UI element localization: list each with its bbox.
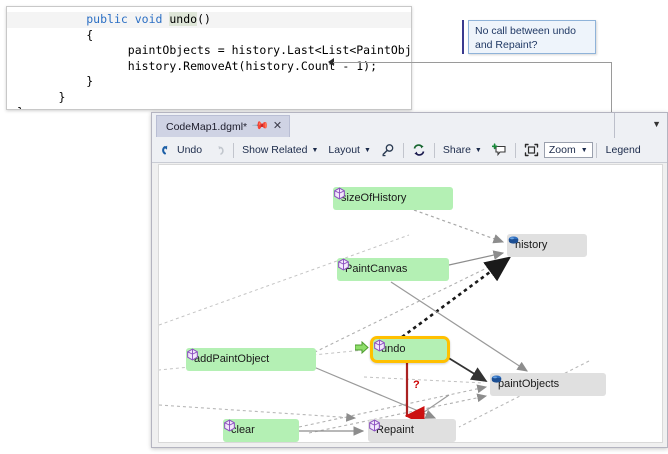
node-label: Repaint <box>376 424 414 436</box>
refresh-button[interactable] <box>407 140 431 160</box>
toolbar-separator-5 <box>595 142 597 158</box>
callout-stem <box>462 20 464 54</box>
code-line-0: public void undo() <box>7 12 411 28</box>
code-editor-window[interactable]: public void undo() { paintObjects = hist… <box>6 6 412 110</box>
undo-arrow-icon <box>162 145 168 154</box>
callout-note[interactable]: No call between undo and Repaint? <box>468 20 596 54</box>
pin-icon[interactable]: 📌 <box>251 117 270 136</box>
comment-add-icon <box>491 143 506 157</box>
graph-node-addPaintObject[interactable]: addPaintObject <box>186 348 316 371</box>
code-map-toolbar: Undo Show Related ▼ Layout ▼ <box>152 138 667 163</box>
code-line-3: history.RemoveAt(history.Count - 1); <box>17 58 378 73</box>
node-label: addPaintObject <box>194 353 270 365</box>
legend-button[interactable]: Legend <box>600 140 647 160</box>
method-icon <box>369 419 380 432</box>
filter-button[interactable] <box>376 140 400 160</box>
zoom-select[interactable]: Zoom ▼ <box>543 142 593 158</box>
zoom-label: Zoom <box>548 144 576 156</box>
code-text[interactable]: public void undo() { paintObjects = hist… <box>7 12 412 109</box>
show-related-button[interactable]: Show Related ▼ <box>237 140 323 160</box>
toolbar-separator-3 <box>433 142 435 158</box>
code-pointer-arrowhead <box>328 58 334 66</box>
node-label: undo <box>381 343 406 355</box>
graph-node-Repaint[interactable]: Repaint <box>368 419 456 442</box>
green-arrow-icon <box>355 341 369 354</box>
method-icon <box>224 419 235 432</box>
fit-to-screen-button[interactable] <box>519 140 544 160</box>
chevron-down-icon: ▼ <box>474 146 482 154</box>
layout-button[interactable]: Layout ▼ <box>323 140 375 160</box>
tab-codemap1[interactable]: CodeMap1.dgml* 📌 ✕ <box>156 115 291 137</box>
method-icon <box>374 339 385 352</box>
field-icon <box>508 236 519 244</box>
edge-clear-paintObjects <box>298 384 488 428</box>
edge-decor-3 <box>159 234 410 326</box>
edge-decor-2 <box>159 404 357 422</box>
node-label: PaintCanvas <box>345 263 408 275</box>
graph-node-clear[interactable]: clear <box>223 419 299 442</box>
edge-undo-history <box>401 256 512 339</box>
code-map-window[interactable]: CodeMap1.dgml* 📌 ✕ ▼ Undo Show Related ▼ <box>151 112 668 448</box>
callout-text: No call between undo and Repaint? <box>475 25 576 51</box>
close-icon[interactable]: ✕ <box>272 120 283 132</box>
node-label: paintObjects <box>498 378 560 390</box>
toolbar-separator-2 <box>402 142 404 158</box>
filter-zoom-icon <box>382 144 394 157</box>
chevron-down-icon: ▼ <box>580 146 588 154</box>
layout-label: Layout <box>328 144 360 156</box>
node-label: clear <box>231 424 255 436</box>
connector-top-line <box>412 62 612 63</box>
toolbar-separator-4 <box>514 142 516 158</box>
edge-undo-paintObjects <box>446 356 488 382</box>
edge-misc-paintObjects <box>308 393 488 434</box>
chevron-down-icon[interactable]: ▼ <box>652 119 661 129</box>
graph-node-PaintCanvas[interactable]: PaintCanvas <box>337 258 449 281</box>
node-label: history <box>515 239 548 251</box>
code-line-2: paintObjects = history.Last<List<PaintOb… <box>127 43 412 57</box>
show-related-label: Show Related <box>242 144 308 156</box>
add-comment-button[interactable] <box>487 140 512 160</box>
graph-node-undo[interactable]: undo <box>370 336 450 363</box>
graph-node-history[interactable]: history <box>507 234 587 257</box>
undo-button[interactable]: Undo <box>156 140 207 160</box>
toolbar-separator-1 <box>233 142 235 158</box>
edge-decor-5 <box>363 376 485 384</box>
missing-call-question-mark: ? <box>413 379 420 391</box>
tab-strip: CodeMap1.dgml* 📌 ✕ ▼ <box>152 113 667 139</box>
method-icon <box>334 187 345 200</box>
node-label: sizeOfHistory <box>341 192 407 204</box>
share-label: Share <box>442 144 471 156</box>
graph-node-sizeOfHistory[interactable]: sizeOfHistory <box>333 187 453 210</box>
refresh-icon <box>413 144 425 156</box>
field-icon <box>491 375 502 383</box>
tab-title: CodeMap1.dgml* <box>166 120 248 133</box>
share-button[interactable]: Share ▼ <box>438 140 487 160</box>
code-line-5: } <box>17 89 66 104</box>
redo-button[interactable] <box>207 140 230 160</box>
tab-divider <box>614 113 615 138</box>
code-line-4: } <box>17 74 94 88</box>
method-icon <box>338 258 349 271</box>
chevron-down-icon: ▼ <box>311 146 319 154</box>
undo-label: Undo <box>177 144 203 156</box>
code-pointer-line <box>333 62 412 63</box>
code-line-6: } <box>7 105 411 109</box>
graph-node-paintObjects[interactable]: paintObjects <box>490 373 606 396</box>
legend-label: Legend <box>605 144 641 156</box>
code-line-1: { <box>17 27 94 42</box>
chevron-down-icon: ▼ <box>363 146 371 154</box>
method-icon <box>187 348 198 361</box>
redo-arrow-icon <box>218 145 224 155</box>
edge-addPaintObject-Repaint <box>308 364 437 419</box>
edge-PaintCanvas-paintObjects <box>390 281 529 372</box>
edge-sizeOfHistory-history <box>413 209 505 244</box>
fit-to-screen-icon <box>524 143 539 157</box>
